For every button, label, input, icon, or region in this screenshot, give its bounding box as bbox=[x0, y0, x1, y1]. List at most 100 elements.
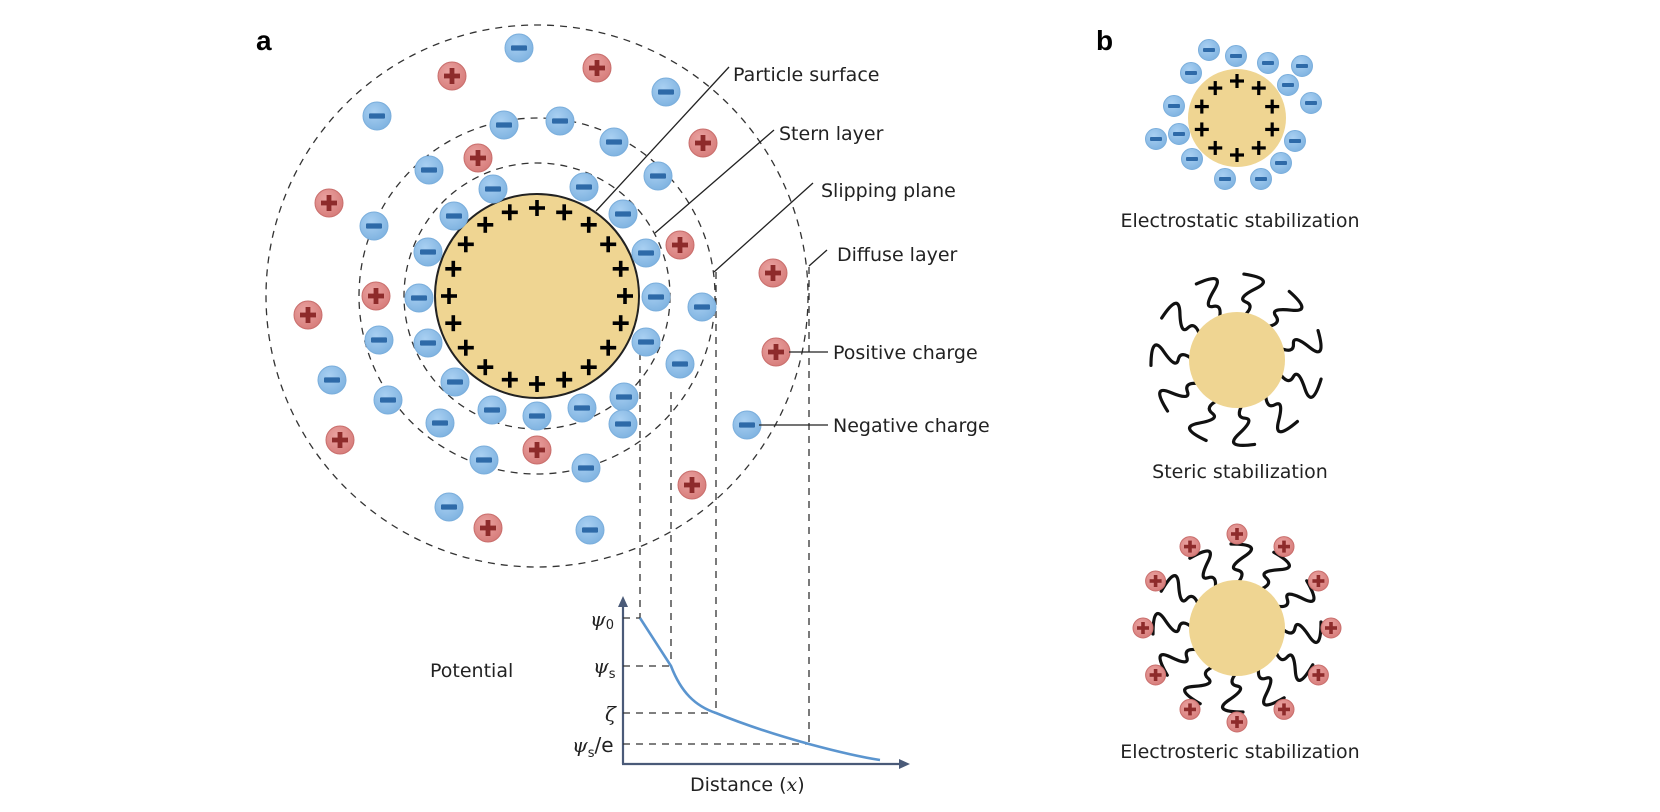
negative-ion-icon bbox=[504, 33, 534, 63]
surface-plus-charge bbox=[1251, 140, 1266, 155]
negative-charge-label: Negative charge bbox=[833, 415, 990, 437]
stern-layer-label: Stern layer bbox=[779, 123, 884, 145]
positive-ion-icon bbox=[677, 470, 707, 500]
negative-ion-icon bbox=[1168, 123, 1190, 145]
steric-stabilization-diagram: Steric stabilization bbox=[1149, 272, 1328, 483]
polymer-chain bbox=[1188, 398, 1221, 443]
slipping-plane-boundary bbox=[358, 117, 716, 475]
surface-plus-charge bbox=[457, 339, 474, 356]
polymer-chain bbox=[1220, 670, 1245, 714]
positive-ion-icon bbox=[688, 128, 718, 158]
surface-plus-charge bbox=[612, 260, 629, 277]
surface-plus-charge bbox=[1194, 122, 1209, 137]
negative-ion-icon bbox=[1180, 62, 1202, 84]
negative-ion-icon bbox=[373, 385, 403, 415]
polymer-chain bbox=[1160, 301, 1202, 338]
negative-ion-icon bbox=[1163, 95, 1185, 117]
surface-plus-charge bbox=[1230, 74, 1244, 88]
surface-plus-charge bbox=[529, 376, 545, 392]
positive-ion-icon bbox=[437, 61, 467, 91]
positive-ion-icon bbox=[1132, 617, 1154, 639]
positive-ion-icon bbox=[1307, 570, 1329, 592]
positive-ion-icon bbox=[314, 188, 344, 218]
negative-ion-icon bbox=[1257, 52, 1279, 74]
negative-ion-icon bbox=[425, 408, 455, 438]
negative-ion-icon bbox=[469, 445, 499, 475]
polymer-chain bbox=[1151, 611, 1195, 636]
surface-plus-charge bbox=[580, 359, 597, 376]
electrostatic-stabilization-diagram: Electrostatic stabilization bbox=[1121, 39, 1360, 232]
slipping-plane-leader bbox=[713, 182, 814, 273]
negative-ion-icon bbox=[1291, 55, 1313, 77]
positive-ion-icon bbox=[1226, 711, 1248, 733]
leader-lines bbox=[595, 66, 828, 426]
positive-ion-icon bbox=[665, 230, 695, 260]
negative-ion-icon bbox=[439, 201, 469, 231]
surface-plus-charge bbox=[457, 236, 474, 253]
positive-ion-icon bbox=[1179, 536, 1201, 558]
negative-ion-icon bbox=[522, 401, 552, 431]
negative-ion-icon bbox=[1270, 152, 1292, 174]
surface-plus-charge bbox=[1230, 148, 1244, 162]
particle-surface-leader bbox=[595, 66, 730, 212]
positive-ion-icon bbox=[1273, 698, 1295, 720]
negative-ion-icon bbox=[362, 101, 392, 131]
negative-ion-icon bbox=[413, 237, 443, 267]
negative-ion-icon bbox=[404, 283, 434, 313]
positive-ion-icon bbox=[1307, 664, 1329, 686]
polymer-chain bbox=[1188, 549, 1218, 592]
polymer-chain bbox=[1273, 579, 1316, 609]
polymer-chain bbox=[1194, 277, 1222, 322]
negative-ion-icon bbox=[413, 328, 443, 358]
negative-ion-icon bbox=[643, 161, 673, 191]
surface-plus-charge bbox=[445, 315, 462, 332]
polymer-chain bbox=[1158, 381, 1202, 413]
negative-ion-icon bbox=[414, 155, 444, 185]
electrostatic-surface-charges bbox=[1194, 74, 1280, 162]
potential-axis-label: Potential bbox=[430, 660, 513, 682]
surface-plus-charge bbox=[1265, 122, 1280, 137]
negative-ion-icon bbox=[434, 492, 464, 522]
surface-plus-charge bbox=[612, 315, 629, 332]
negative-ion-icon bbox=[545, 106, 575, 136]
negative-ion-icon bbox=[599, 127, 629, 157]
negative-ion-icon bbox=[631, 327, 661, 357]
surface-plus-charge bbox=[477, 216, 494, 233]
surface-plus-charge bbox=[1208, 81, 1223, 96]
surface-charges bbox=[441, 200, 633, 392]
polymer-chain bbox=[1277, 371, 1323, 399]
positive-ion-icon bbox=[293, 300, 323, 330]
particle-surface-label: Particle surface bbox=[733, 64, 879, 86]
negative-ion-icon bbox=[1198, 39, 1220, 61]
potential-curve bbox=[638, 617, 881, 762]
slipping-plane-label: Slipping plane bbox=[821, 180, 956, 202]
positive-ion-icon bbox=[1226, 523, 1248, 545]
negative-ion-icon bbox=[665, 349, 695, 379]
surface-plus-charge bbox=[529, 200, 545, 216]
electrosteric-particle bbox=[1189, 580, 1285, 676]
positive-ion-icon bbox=[473, 513, 503, 543]
electrosteric-polymer-chains bbox=[1151, 542, 1323, 714]
positive-ion-icon bbox=[1320, 617, 1342, 639]
panel-b-label: b bbox=[1096, 25, 1113, 56]
positive-ion-icon bbox=[361, 281, 391, 311]
surface-plus-charge bbox=[1208, 140, 1223, 155]
negative-ion-icon bbox=[477, 395, 507, 425]
distance-axis-label: Distance (x) bbox=[690, 774, 805, 796]
negative-ion-icon bbox=[571, 453, 601, 483]
panel-a-label: a bbox=[256, 25, 272, 56]
negative-ion-icon bbox=[1214, 168, 1236, 190]
positive-charge-label: Positive charge bbox=[833, 342, 978, 364]
polymer-chain bbox=[1263, 391, 1300, 434]
negative-ion-icon bbox=[732, 410, 762, 440]
polymer-chain bbox=[1241, 272, 1266, 319]
surface-plus-charge bbox=[1251, 81, 1266, 96]
negative-ion-icon bbox=[631, 238, 661, 268]
negative-ion-icon bbox=[1284, 130, 1306, 152]
surface-plus-charge bbox=[441, 288, 457, 304]
negative-ion-icon bbox=[489, 110, 519, 140]
surface-plus-charge bbox=[477, 359, 494, 376]
negative-ion-icon bbox=[608, 409, 638, 439]
negative-ion-icon bbox=[1181, 148, 1203, 170]
positive-ion-icon bbox=[1273, 536, 1295, 558]
